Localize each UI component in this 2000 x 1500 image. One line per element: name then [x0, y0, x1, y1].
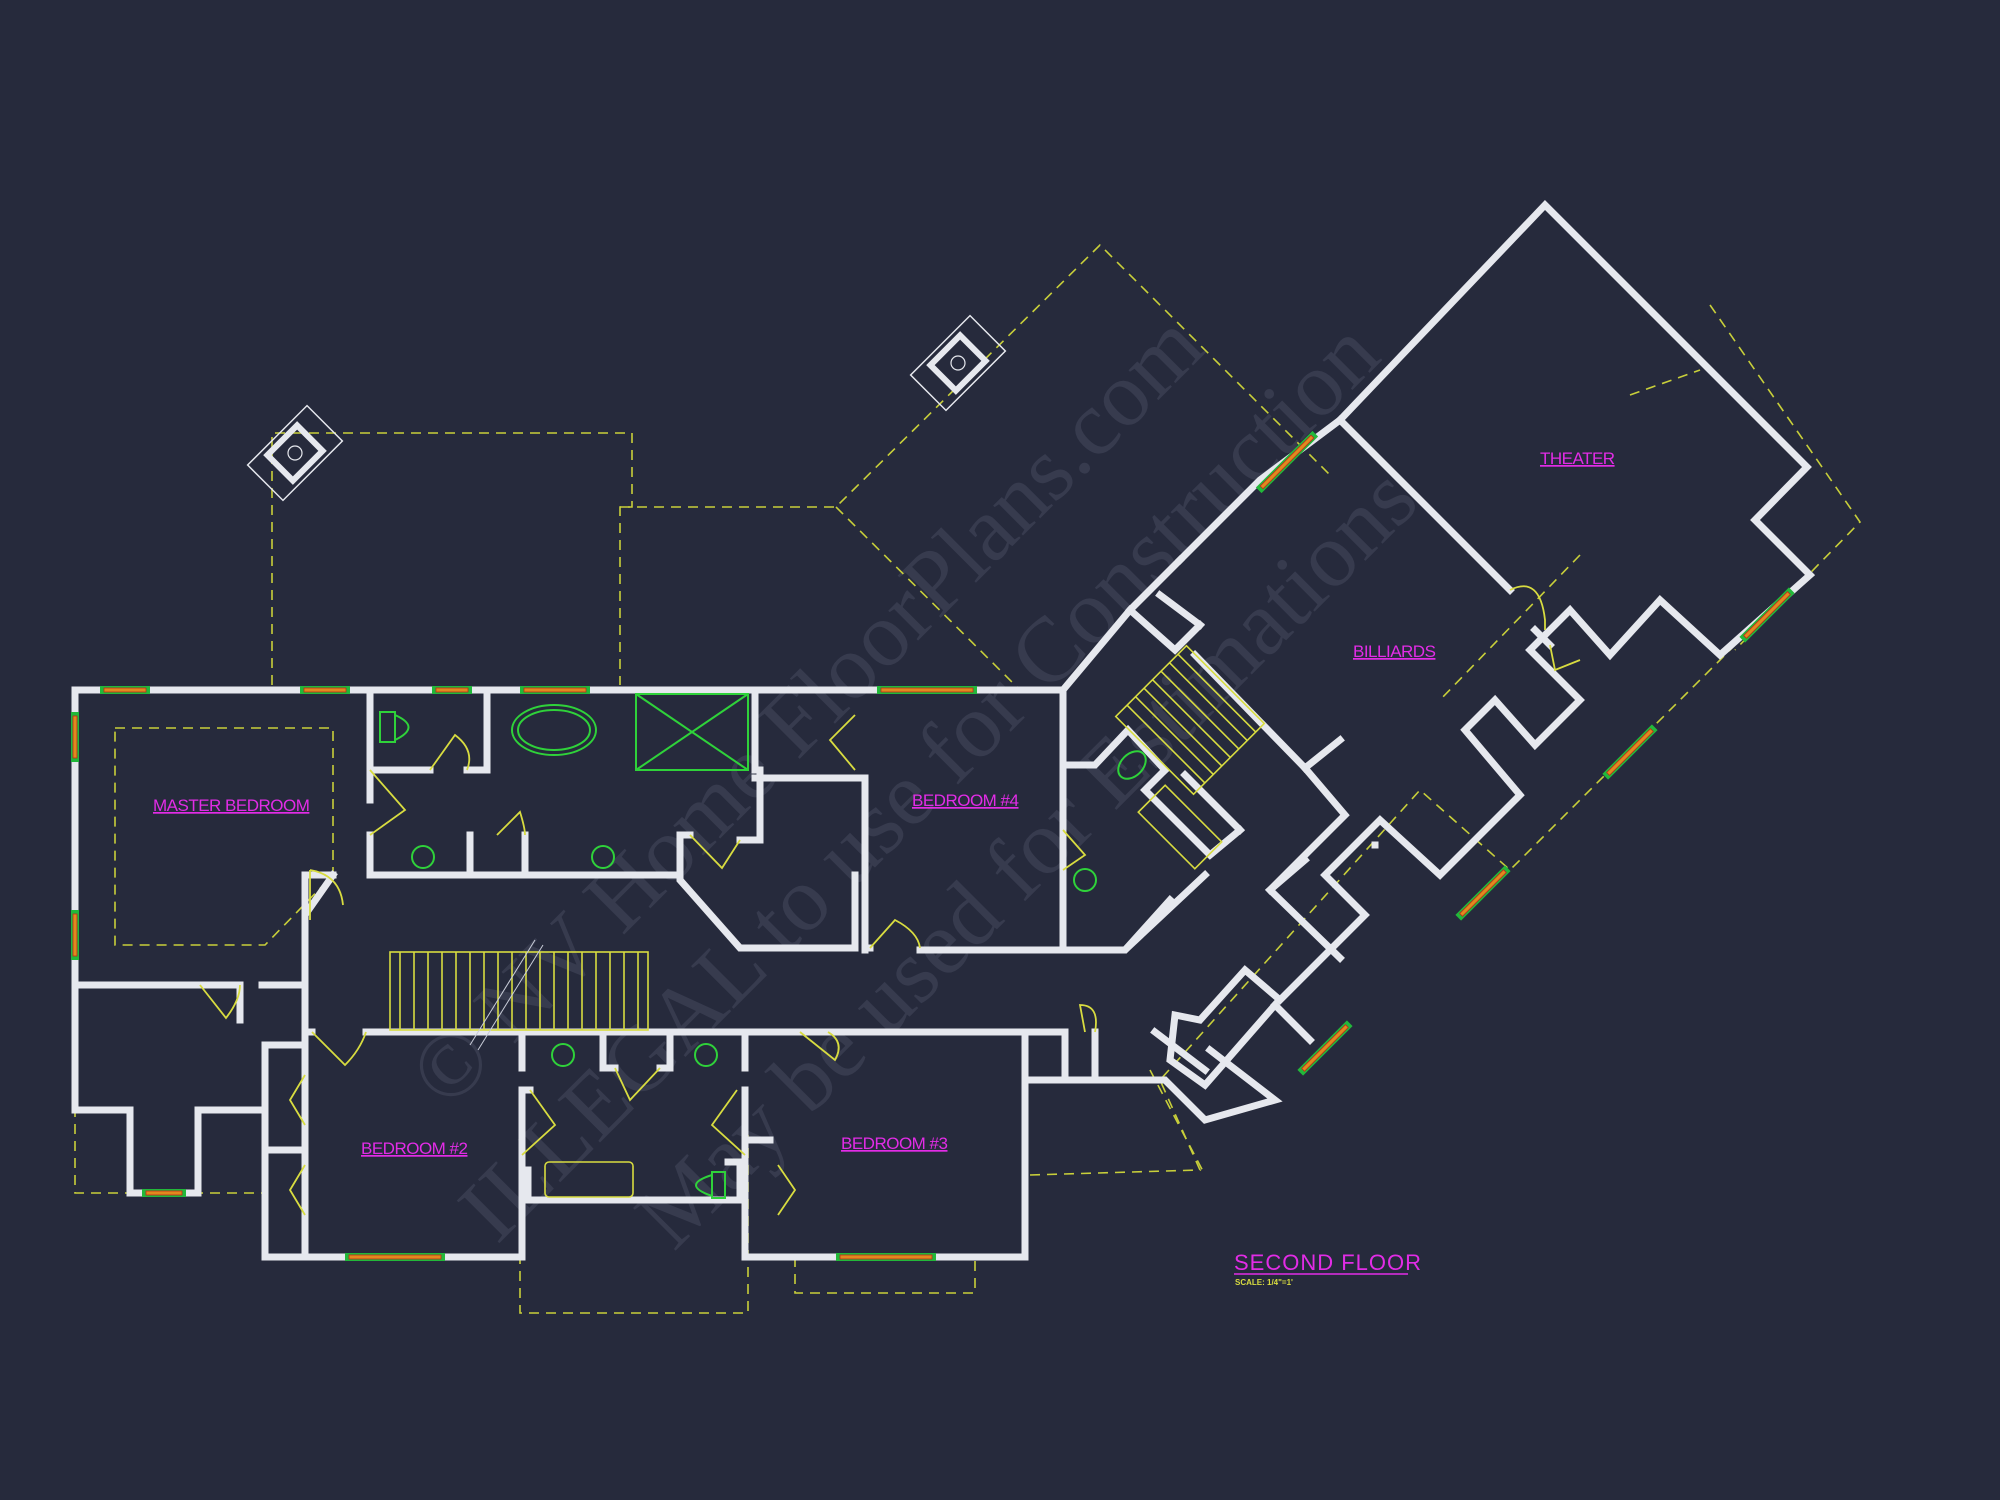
watermark-line-1: © NV Home FloorPlans.com — [389, 293, 1221, 1125]
door-swings — [199, 585, 1581, 1216]
title-block: SECOND FLOOR SCALE: 1/4"=1' — [1234, 1250, 1422, 1287]
room-label-bedroom-4: BEDROOM #4 — [912, 791, 1019, 810]
room-label-billiards: BILLIARDS — [1353, 642, 1436, 661]
chimney-left — [246, 404, 344, 502]
room-label-bedroom-2: BEDROOM #2 — [361, 1139, 468, 1158]
roof-overhang-outlines — [74, 243, 1862, 1314]
wing-staircase — [1114, 644, 1266, 796]
room-label-bedroom-3: BEDROOM #3 — [841, 1134, 948, 1153]
room-labels: MASTER BEDROOM BEDROOM #4 BEDROOM #2 BED… — [153, 449, 1615, 1158]
walls — [71, 199, 1816, 1261]
windows — [71, 430, 1795, 1261]
main-staircase — [389, 939, 649, 1051]
plumbing-fixtures — [379, 693, 1223, 1199]
room-label-theater: THEATER — [1540, 449, 1615, 468]
drawing-title: SECOND FLOOR — [1234, 1250, 1422, 1275]
watermark-line-2: ILLEGAL to use for Construction — [439, 301, 1398, 1260]
drawing-scale: SCALE: 1/4"=1' — [1235, 1278, 1293, 1287]
room-label-master-bedroom: MASTER BEDROOM — [153, 796, 309, 815]
chimney-center — [909, 314, 1007, 412]
